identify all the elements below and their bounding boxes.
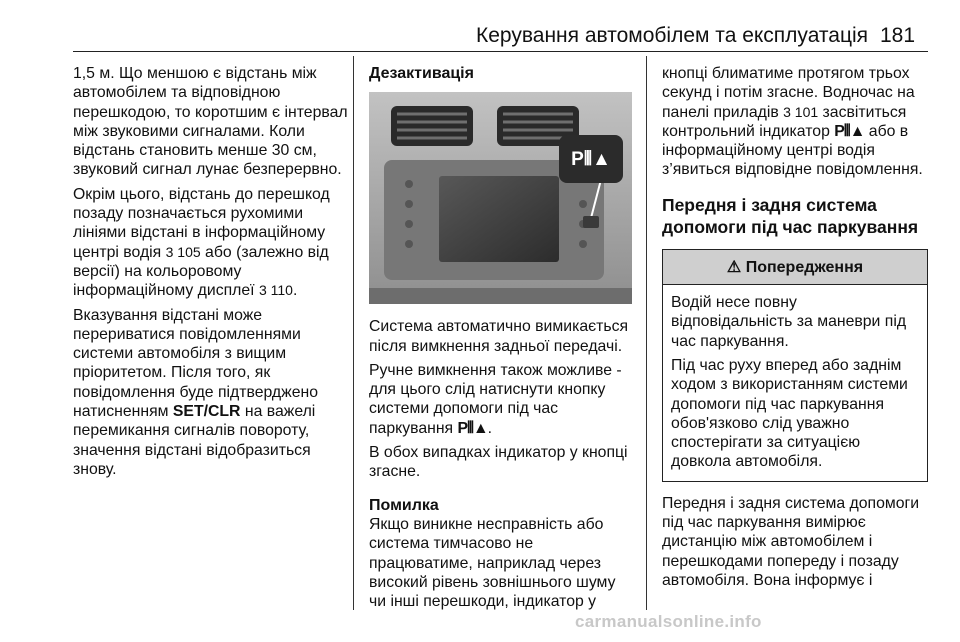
- column-left: 1,5 м. Що меншою є відстань між автомобі…: [73, 64, 349, 484]
- column-right: кнопці блиматиме протягом трьох секунд і…: [662, 64, 932, 595]
- section-heading-fault: Помилка: [369, 496, 439, 514]
- paragraph-front-rear-assist: Передня і задня система допомоги під час…: [662, 494, 920, 589]
- column-divider-2: [646, 56, 647, 610]
- park-assist-icon: P⦀▲: [571, 148, 611, 170]
- page-number: 181: [880, 24, 916, 47]
- park-assist-icon: P⦀▲: [457, 419, 489, 437]
- page-ref-link[interactable]: 3 105: [165, 243, 201, 260]
- section-heading-front-rear-assist: Передня і задня система допомоги під час…: [662, 194, 919, 237]
- watermark: carmanualsonline.info: [575, 612, 762, 631]
- paragraph-fault: Якщо виникне несправність або система ти…: [369, 515, 616, 611]
- warning-box: ⚠ Попередження Водій несе повну відповід…: [662, 248, 928, 482]
- warning-paragraph-1: Водій несе повну відповідальність за ман…: [671, 294, 907, 350]
- paragraph-blinking-indicator: кнопці блиматиме протягом трьох секунд і…: [662, 65, 923, 179]
- column-middle: Дезактивація: [369, 64, 635, 616]
- warning-body: Водій несе повну відповідальність за ман…: [663, 285, 927, 481]
- park-assist-badge: P⦀▲: [559, 135, 623, 184]
- paragraph-manual-off: Ручне вимкнення також можливе - для цьог…: [369, 361, 622, 437]
- paragraph-distance-signal: 1,5 м. Що меншою є відстань між автомобі…: [73, 65, 348, 179]
- page-ref-link[interactable]: 3 110: [258, 282, 293, 299]
- page-header: Керування автомобілем та експлуатація 18…: [0, 0, 960, 52]
- dashboard-illustration: [369, 92, 632, 305]
- set-clr-button-label: SET/CLR: [172, 403, 241, 421]
- park-assist-icon: P⦀▲: [834, 122, 865, 140]
- paragraph-distance-lines: Окрім цього, відстань до перешкод позаду…: [73, 185, 330, 300]
- page-ref-link[interactable]: 3 101: [783, 103, 819, 120]
- paragraph-distance-interrupt: Вказування відстані може перериватися по…: [73, 306, 318, 478]
- paragraph-auto-off: Система автоматично вимикається після ви…: [369, 318, 629, 355]
- page-title: Керування автомобілем та експлуатація: [476, 24, 869, 47]
- section-heading-deactivation: Дезактивація: [369, 65, 474, 82]
- column-divider-1: [353, 56, 354, 610]
- dashboard-photo: P⦀▲: [369, 92, 632, 305]
- paragraph-indicator-off: В обох випадках індикатор у кнопці згасн…: [369, 444, 628, 481]
- header-rule: [73, 51, 928, 52]
- warning-paragraph-2: Під час руху вперед або заднім ходом з в…: [671, 356, 908, 471]
- warning-title: ⚠ Попередження: [663, 249, 927, 286]
